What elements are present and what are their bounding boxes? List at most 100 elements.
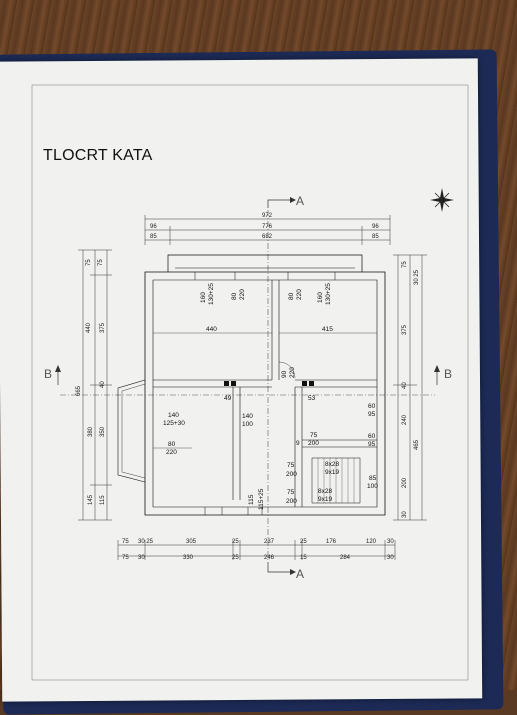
label-st2b: 9x19 [318, 496, 332, 503]
dim-bottom1-7: 120 [366, 539, 377, 545]
dim-top-total: 972 [262, 213, 273, 219]
right-dimension-lines [393, 254, 427, 521]
label-h220: 220 [166, 449, 177, 456]
label-s75b: 75 [287, 489, 295, 496]
label-w53: 53 [308, 395, 316, 402]
dim-right-0: 75 [402, 261, 408, 268]
svg-text:B: B [444, 367, 452, 381]
top-dimension-lines [144, 215, 391, 245]
dim-right-3: 40 [402, 382, 408, 389]
label-h100: 100 [242, 421, 253, 428]
dim-left-2: 440 [86, 322, 92, 333]
label-w75: 75 [310, 432, 318, 439]
room-width-left: 440 [206, 326, 217, 333]
label-w60b: 60 [368, 433, 376, 440]
dim-bottom2-5: 15 [300, 555, 307, 561]
dim-bottom1-6: 176 [326, 539, 337, 545]
label-s200a: 200 [286, 471, 297, 478]
label-w9: 9 [296, 440, 300, 447]
dim-top-left2: 85 [150, 234, 157, 240]
dim-bottom1-8: 30 [387, 539, 394, 545]
label-d115b: 115+25 [258, 488, 265, 510]
page-title: TLOCRT KATA [43, 147, 153, 164]
chimney-block [224, 381, 229, 386]
section-b-right: B [434, 365, 452, 385]
svg-text:A: A [296, 194, 304, 208]
dim-bottom2-4: 246 [264, 555, 275, 561]
label-d115: 115 [248, 494, 255, 505]
dim-left-6: 380 [88, 426, 94, 437]
chimney-block [309, 381, 314, 386]
dim-top-inner: 776 [262, 224, 273, 230]
dim-bottom2-0: 75 [122, 555, 129, 561]
dim-top-right1: 96 [372, 224, 379, 230]
room-label-2w: 80 [288, 292, 295, 300]
dim-left-1: 75 [98, 259, 104, 266]
floor-plan-drawing: 972 776 682 96 85 96 85 A A B B 75 75 [31, 84, 469, 681]
label-w80: 80 [168, 441, 176, 448]
label-w140a: 140 [168, 412, 179, 419]
compass-icon [430, 188, 454, 212]
label-h95a: 95 [368, 411, 376, 418]
room-label-2h: 220 [296, 289, 303, 300]
label-w90: 90 [281, 370, 288, 378]
label-s75a: 75 [287, 462, 295, 469]
room-label-0h: 130+25 [208, 283, 215, 305]
svg-text:B: B [44, 367, 52, 381]
dim-bottom2-3: 25 [232, 555, 239, 561]
chimney-block [231, 381, 236, 386]
left-dimension-lines [78, 249, 112, 521]
room-label-0w: 160 [200, 292, 207, 303]
room-label-1w: 80 [231, 292, 238, 300]
room-width-right: 415 [322, 326, 333, 333]
dim-right-4: 465 [414, 439, 420, 450]
room-label-3w: 160 [317, 292, 324, 303]
label-w60a: 60 [368, 403, 376, 410]
dim-bottom2-1: 30 [138, 555, 145, 561]
dim-top-inner2: 682 [262, 234, 273, 240]
dim-left-3: 375 [100, 322, 106, 333]
label-w49: 49 [224, 395, 232, 402]
page-frame [31, 84, 469, 681]
label-h200: 200 [308, 440, 319, 447]
section-b-left: B [44, 365, 61, 385]
label-h100b: 100 [367, 483, 378, 490]
dim-bottom2-7: 30 [387, 555, 394, 561]
label-w140b: 140 [242, 413, 253, 420]
dim-bottom1-2: 305 [186, 539, 197, 545]
dim-bottom2-6: 284 [340, 555, 351, 561]
dim-top-left1: 96 [150, 224, 157, 230]
dim-left-8: 145 [88, 494, 94, 505]
bottom-dimension-lines [117, 540, 396, 560]
dim-bottom2-2: 330 [183, 555, 194, 561]
dim-right-7: 30 [402, 511, 408, 518]
label-st1: 8x28 [325, 461, 339, 468]
dim-bottom1-4: 237 [264, 539, 275, 545]
label-h220b: 220 [289, 367, 296, 378]
dim-right-1: 30 25 [414, 269, 420, 285]
chimney-block [302, 381, 307, 386]
dim-left-9: 115 [100, 495, 106, 505]
building-walls [117, 254, 386, 516]
dim-bottom1-0: 75 [122, 539, 129, 545]
label-st1b: 9x19 [325, 469, 339, 476]
label-h95b: 95 [368, 441, 376, 448]
label-w85: 85 [369, 475, 377, 482]
dim-bottom1-5: 25 [300, 539, 307, 545]
dim-bottom1-3: 25 [232, 539, 239, 545]
svg-text:A: A [296, 567, 304, 581]
dim-right-2: 375 [402, 324, 408, 335]
dim-bottom1-1: 30 25 [138, 539, 154, 545]
label-h125: 125+30 [163, 420, 185, 427]
section-a-top: A [267, 194, 304, 208]
dim-top-right2: 85 [372, 234, 379, 240]
section-a-bottom: A [267, 562, 304, 581]
dim-left-5: 665 [76, 385, 82, 396]
dim-left-4: 40 [100, 381, 106, 388]
dim-left-0: 75 [86, 259, 92, 266]
dim-right-6: 200 [402, 477, 408, 488]
label-s200b: 200 [286, 498, 297, 505]
room-label-3h: 130+25 [325, 283, 332, 305]
label-st2: 8x28 [318, 488, 332, 495]
dim-left-7: 350 [100, 426, 106, 437]
